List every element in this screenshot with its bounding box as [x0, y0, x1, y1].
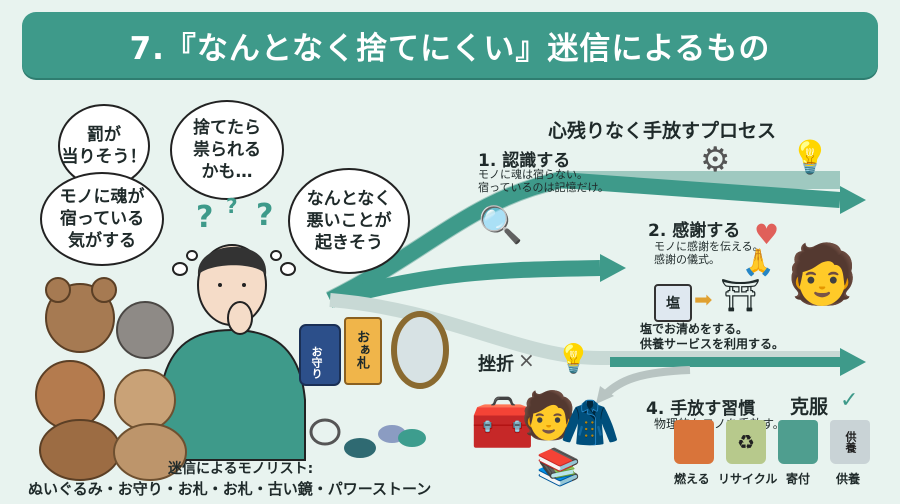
magnifier-icon: 🔍: [478, 205, 523, 246]
bin-recycle: ♻: [726, 420, 766, 464]
superstition-list-heading: 迷信によるモノリスト:: [168, 461, 314, 477]
arrow-path-1: [326, 171, 841, 308]
setback-arrow: [602, 366, 691, 398]
jacket-icon: 🧥: [560, 395, 620, 451]
omamori-charm: [299, 324, 341, 386]
bubble-bad-luck: なんとなく 悪いことが 起きそう: [288, 168, 410, 274]
bin-memorial: 供養: [830, 420, 870, 464]
thought-dot: [186, 250, 198, 261]
bin-label-burnable: 燃える: [674, 472, 710, 486]
step1-title: 1. 認識する: [478, 151, 571, 171]
question-mark: ?: [196, 200, 214, 235]
arrow-path-2: [327, 260, 601, 308]
bin-donate: [778, 420, 818, 464]
arrow-head-1: [840, 186, 866, 214]
setback-mark: ×: [518, 348, 535, 372]
step4-title: 4. 手放す習慣: [646, 399, 756, 419]
superstition-list-items: ぬいぐるみ・お守り・お札・お札・古い鏡・パワーストーン: [28, 480, 432, 498]
process-heading: 心残りなく手放すプロセス: [548, 120, 777, 142]
bin-mark: 供養: [844, 431, 857, 453]
tools-icon: 🧰: [470, 393, 535, 453]
books-icon: 📚: [536, 447, 581, 488]
step2-title: 2. 感謝する: [648, 221, 741, 241]
question-mark: ?: [256, 198, 274, 233]
ofuda-talisman: [344, 317, 382, 385]
step1-desc: モノに魂は宿らない。 宿っているのは記憶だけ。: [478, 168, 609, 194]
gear-icon: ⚙: [700, 140, 731, 180]
shrine-icon: ⛩: [720, 276, 761, 314]
bin-label-memorial: 供養: [836, 472, 861, 486]
page-title: 7.『なんとなく捨てにくい』迷信によるもの: [129, 30, 771, 67]
person-figure: [159, 244, 306, 461]
check-icon: ✓: [840, 388, 859, 413]
bin-label-donate: 寄付: [786, 472, 811, 486]
bin-burnable: [674, 420, 714, 464]
bubble-curse: 捨てたら 祟られる かも…: [170, 100, 284, 200]
overcome-label: 克服: [790, 396, 829, 418]
thought-dot: [280, 262, 296, 276]
thought-dot: [270, 250, 282, 261]
salt-bag: 塩: [654, 284, 692, 322]
step3-desc: 塩でお清めをする。 供養サービスを利用する。: [640, 322, 785, 351]
lightbulb-icon: 💡: [556, 342, 591, 375]
arrow-head-3: [840, 348, 866, 376]
power-stone-1: [344, 438, 376, 458]
arrow-path-3: [329, 293, 840, 365]
setback-label: 挫折: [478, 354, 514, 375]
question-mark: ?: [226, 194, 238, 218]
bin-label-recycle: リサイクル: [718, 472, 778, 486]
thought-dot: [172, 262, 188, 276]
praying-hands-icon: 🙏: [742, 248, 775, 278]
bubble-soul: モノに魂が 宿っている 気がする: [40, 172, 164, 266]
title-banner: 7.『なんとなく捨てにくい』迷信によるもの: [22, 12, 878, 78]
setback-arrow-head: [596, 386, 614, 404]
old-mirror: [391, 311, 449, 389]
step2-desc: モノに感謝を伝える。 感謝の儀式。: [654, 240, 764, 266]
person-pointing-icon: 🧑: [786, 240, 859, 308]
recycle-icon: ♻: [737, 430, 755, 454]
lightbulb-icon: 💡: [790, 138, 830, 176]
omamori-label: お守り: [310, 346, 323, 379]
bead-bracelet: [309, 418, 341, 446]
person-sitting-icon: 🧑: [520, 388, 578, 442]
arrow-head-2: [600, 254, 626, 282]
teddy-bears: [35, 277, 187, 481]
ofuda-label: おぁ札: [354, 330, 369, 369]
heart-icon: ♥: [754, 218, 780, 251]
power-stone-3: [398, 429, 426, 447]
right-arrow-icon: ➡: [694, 288, 713, 313]
